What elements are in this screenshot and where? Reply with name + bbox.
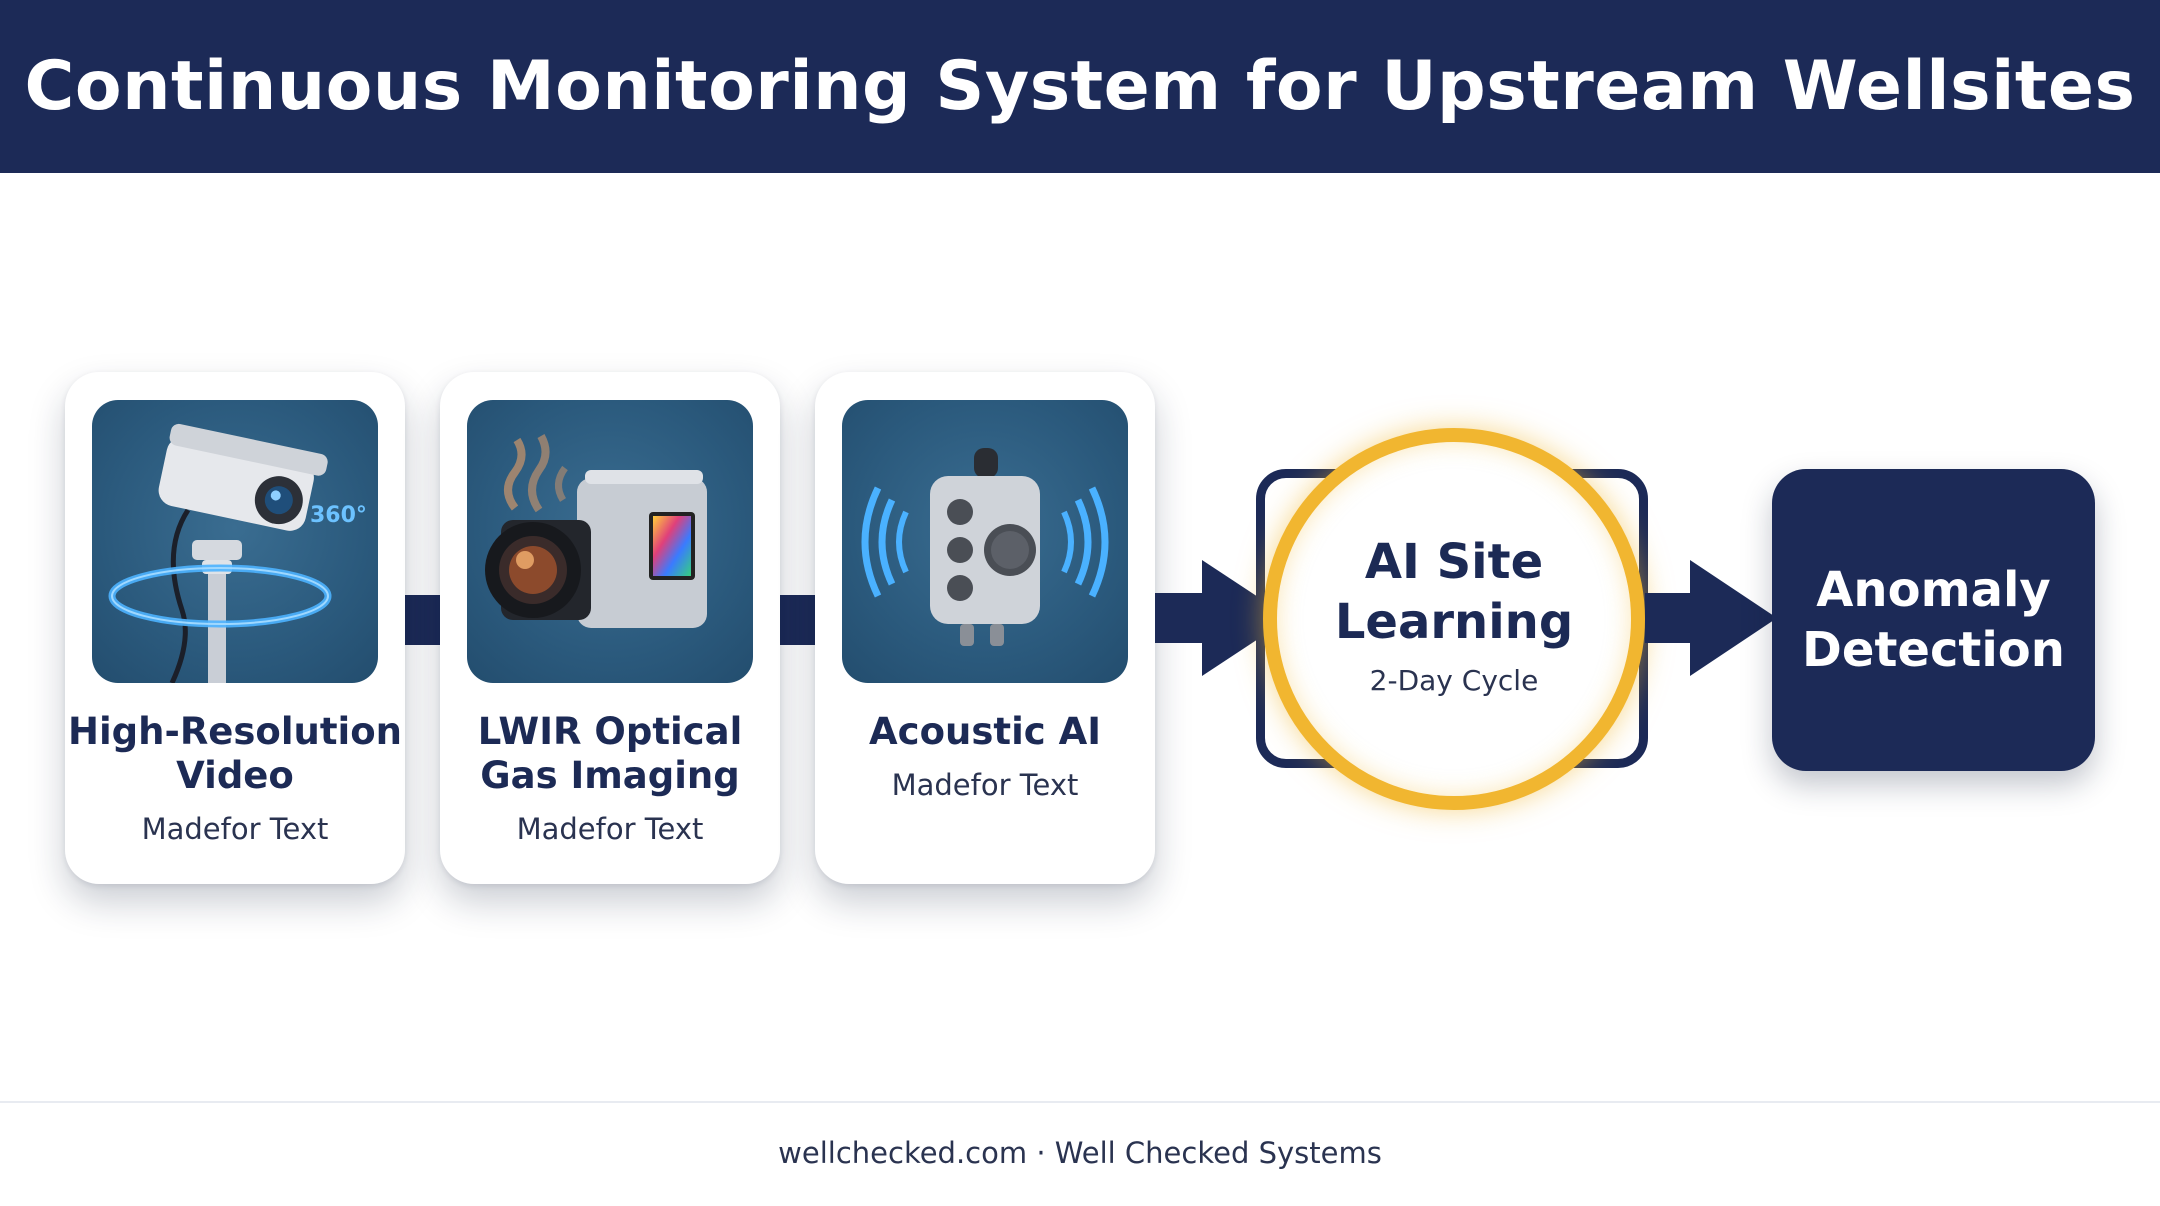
security-camera-icon: 360° [92, 400, 378, 683]
header-bar: Continuous Monitoring System for Upstrea… [0, 0, 2160, 173]
ai-stage-subtitle: 2-Day Cycle [1369, 664, 1539, 697]
page-title: Continuous Monitoring System for Upstrea… [24, 47, 2136, 126]
thermal-camera-icon [467, 400, 753, 683]
card-title: Acoustic AI [869, 710, 1101, 753]
card-subtitle: Madefor Text [141, 812, 329, 846]
card-acoustic-ai: Acoustic AI Madefor Text [815, 372, 1155, 884]
camera-360-badge: 360° [310, 503, 367, 528]
anomaly-detection-box: Anomaly Detection [1772, 469, 2095, 771]
card-high-resolution-video: 360° High-Resolution Video Madefor Text [65, 372, 405, 884]
connector-2-3 [779, 595, 817, 645]
card-title: High-Resolution Video [67, 710, 402, 797]
acoustic-sensor-icon [842, 400, 1128, 683]
footer-credit: wellchecked.com · Well Checked Systems [778, 1136, 1382, 1170]
connector-1-2 [404, 595, 442, 645]
arrow-to-ai-stage [1155, 560, 1290, 676]
anomaly-detection-title: Anomaly Detection [1802, 562, 2065, 678]
card-subtitle: Madefor Text [891, 768, 1079, 802]
card-title: LWIR Optical Gas Imaging [477, 710, 743, 797]
card-lwir-optical-gas-imaging: LWIR Optical Gas Imaging Madefor Text [440, 372, 780, 884]
arrow-to-anomaly-detection [1645, 560, 1777, 676]
card-subtitle: Madefor Text [516, 812, 704, 846]
ai-stage-title: AI Site Learning [1334, 534, 1574, 650]
footer-divider [0, 1101, 2160, 1103]
